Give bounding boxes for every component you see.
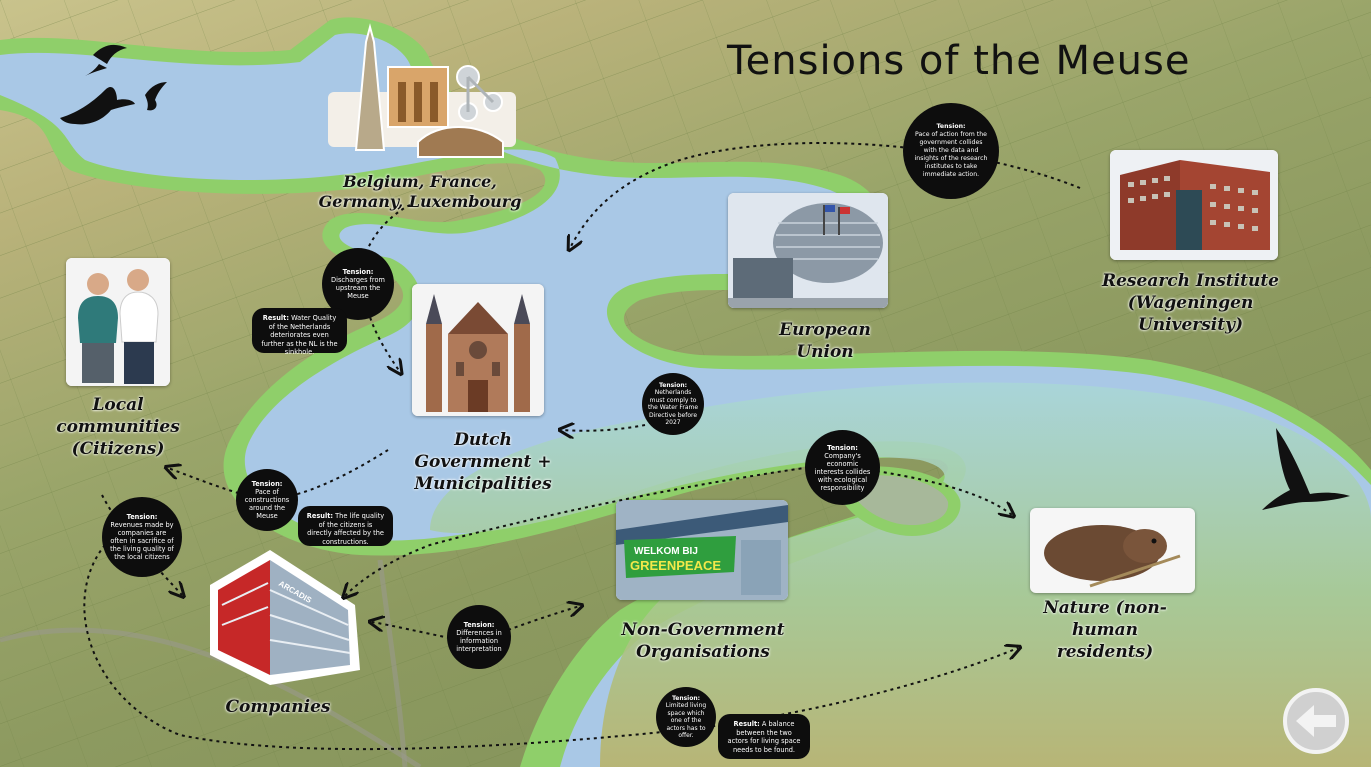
greenpeace-banner-line1: WELKOM BIJ [634, 546, 698, 557]
actor-research-institute: Research Institute (Wageningen Universit… [1101, 271, 1279, 335]
upstream-landmarks-photo [328, 22, 516, 172]
page-title: Tensions of the Meuse [727, 38, 1191, 84]
research-institute-photo [1110, 150, 1278, 260]
actor-european-union: European Union [779, 320, 871, 362]
nature-photo [1030, 508, 1195, 593]
result-label: Result: [306, 512, 334, 520]
result-text: Water Quality of the Netherlands deterio… [261, 314, 338, 356]
tension-bubble-information: Tension: Differences in information inte… [447, 605, 511, 669]
tension-text: Pace of constructions around the Meuse [244, 488, 290, 520]
tension-text: Differences in information interpretatio… [456, 629, 502, 653]
actor-dutch-government: Dutch Government + Municipalities [414, 430, 552, 494]
greenpeace-banner-line2: GREENPEACE [630, 558, 721, 573]
actor-local-communities: Local communities (Citizens) [56, 395, 180, 459]
tension-text: Company's economic interests collides wi… [814, 451, 871, 492]
back-button[interactable] [1283, 688, 1349, 754]
tension-label: Tension: [936, 123, 966, 130]
result-text: A balance between the two actors for liv… [727, 720, 801, 754]
actor-companies: Companies [225, 697, 331, 717]
dutch-government-photo [412, 284, 544, 416]
tension-text: Revenues made by companies are often in … [110, 521, 174, 561]
tension-label: Tension: [658, 381, 688, 389]
tension-text: Pace of action from the government colli… [914, 131, 988, 178]
tension-text: Discharges from upstream the Meuse [331, 276, 385, 300]
tension-bubble-construction: Tension: Pace of constructions around th… [236, 469, 298, 531]
tension-bubble-companies-nature: Tension: Company's economic interests co… [805, 430, 880, 505]
tension-bubble-citizens-companies: Tension: Revenues made by companies are … [102, 497, 182, 577]
tension-label: Tension: [251, 480, 283, 488]
tension-text: Limited living space which one of the ac… [665, 702, 707, 739]
result-text: The life quality of the citizens is dire… [307, 512, 385, 546]
european-union-photo [728, 193, 888, 308]
actor-upstream-countries: Belgium, France, Germany, Luxembourg [318, 172, 522, 211]
bird-icon [1262, 428, 1350, 510]
result-tag-construction: Result: The life quality of the citizens… [298, 506, 393, 546]
bird-icon [60, 44, 167, 125]
tension-text: Netherlands must comply to the Water Fra… [647, 389, 699, 426]
tension-bubble-eu: Tension: Netherlands must comply to the … [642, 373, 704, 435]
result-label: Result: [733, 720, 760, 728]
actor-ngo: Non-Government Organisations [621, 620, 785, 662]
citizens-photo [66, 258, 170, 386]
tension-label: Tension: [463, 621, 495, 629]
actor-nature: Nature (non- human residents) [1043, 598, 1167, 662]
tension-bubble-research: Tension: Pace of action from the governm… [903, 103, 999, 199]
tension-bubble-living-space: Tension: Limited living space which one … [656, 687, 716, 747]
tension-label: Tension: [671, 694, 701, 702]
result-label: Result: [262, 314, 289, 322]
result-tag-living-space: Result: A balance between the two actors… [718, 714, 810, 759]
back-arrow-icon [1296, 705, 1336, 737]
ngo-photo: WELKOM BIJ GREENPEACE [616, 500, 788, 600]
tension-label: Tension: [126, 513, 158, 521]
tension-label: Tension: [827, 443, 858, 452]
companies-photo: ARCADIS [200, 545, 362, 687]
result-tag-upstream: Result: Water Quality of the Netherlands… [252, 308, 347, 356]
tension-label: Tension: [342, 268, 374, 276]
